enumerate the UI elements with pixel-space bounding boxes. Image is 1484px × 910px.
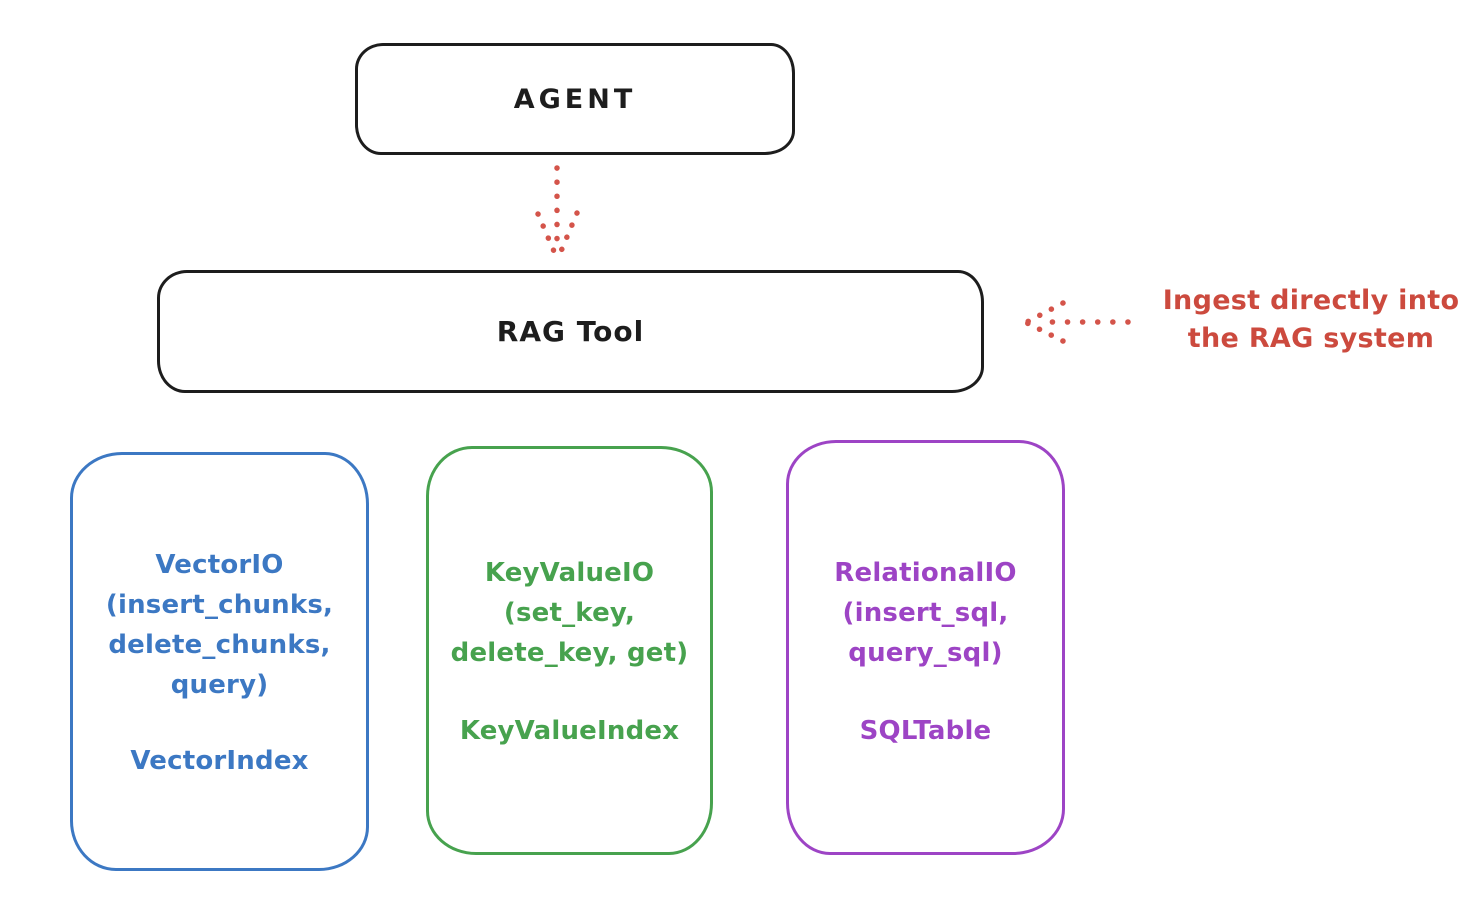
vector-index-label: VectorIndex — [130, 746, 309, 776]
vector-io-methods-line-3: query) — [170, 670, 269, 700]
rag-tool-node: RAG Tool — [157, 270, 984, 393]
vector-io-methods-line-2: delete_chunks, — [108, 630, 331, 660]
ingest-annotation-line-1: Ingest directly into — [1162, 285, 1460, 316]
relational-io-methods-line-2: query_sql) — [848, 638, 1003, 668]
key-value-io-methods-line-2: delete_key, get) — [450, 638, 689, 668]
relational-io-title: RelationalIO — [834, 558, 1017, 588]
relational-io-node: RelationalIO (insert_sql, query_sql) SQL… — [786, 440, 1065, 855]
key-value-index-label: KeyValueIndex — [459, 716, 680, 746]
key-value-io-title: KeyValueIO — [484, 558, 655, 588]
relational-io-methods-line-1: (insert_sql, — [842, 598, 1009, 628]
ingest-annotation: Ingest directly into the RAG system — [1138, 282, 1484, 358]
rag-tool-label: RAG Tool — [496, 315, 645, 348]
key-value-io-methods-line-1: (set_key, — [503, 598, 636, 628]
annotation-to-rag-arrow-icon — [1024, 300, 1131, 344]
vector-io-methods-line-1: (insert_chunks, — [105, 590, 334, 620]
sql-table-label: SQLTable — [859, 716, 992, 746]
ingest-annotation-line-2: the RAG system — [1187, 323, 1435, 354]
vector-io-title: VectorIO — [155, 550, 284, 580]
key-value-io-node: KeyValueIO (set_key, delete_key, get) Ke… — [426, 446, 713, 855]
vector-io-node: VectorIO (insert_chunks, delete_chunks, … — [70, 452, 369, 871]
agent-node: AGENT — [355, 43, 795, 155]
agent-to-rag-arrow-icon — [535, 165, 580, 259]
agent-label: AGENT — [513, 83, 637, 115]
